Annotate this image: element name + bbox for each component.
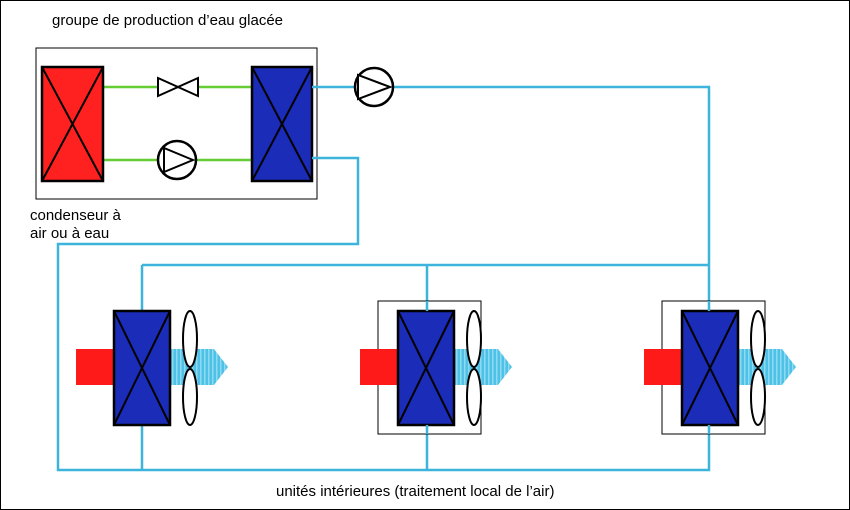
indoor-unit-3	[644, 300, 796, 435]
warm-air-inlet-icon	[644, 349, 682, 385]
cool-air-outlet-icon	[170, 349, 228, 385]
compressor-icon	[156, 139, 198, 181]
condenser-label-line2: air ou à eau	[30, 225, 109, 242]
warm-air-inlet-icon	[76, 349, 114, 385]
unit-risers	[425, 301, 711, 434]
fan-icon	[750, 310, 766, 426]
unit-coil-icon	[396, 309, 456, 427]
indoor-unit-2	[360, 300, 512, 435]
cool-air-outlet-icon	[738, 349, 796, 385]
expansion-valve-icon	[157, 76, 199, 98]
indoor-unit-1	[76, 309, 228, 427]
warm-air-inlet-icon	[360, 349, 398, 385]
unit-coil-icon	[112, 309, 172, 427]
chilled-water-piping	[56, 85, 711, 472]
title-label: groupe de production d’eau glacée	[52, 12, 283, 29]
fan-icon	[182, 310, 198, 426]
evaporator-coil-icon	[250, 65, 314, 183]
fan-icon	[466, 310, 482, 426]
unit-coil-icon	[680, 309, 740, 427]
cool-air-outlet-icon	[454, 349, 512, 385]
condenser-label-line1: condenseur à	[30, 207, 122, 224]
indoor-units-label: unités intérieures (traitement local de …	[276, 483, 554, 500]
chiller-enclosure	[35, 47, 318, 200]
condenser-coil-icon	[40, 65, 105, 183]
circulation-pump-icon	[353, 66, 395, 108]
